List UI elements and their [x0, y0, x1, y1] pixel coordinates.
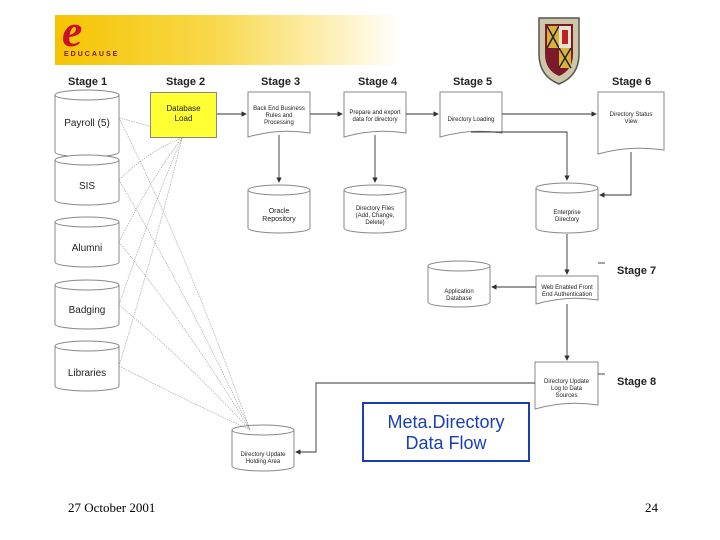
dirloading-label: Directory Loading [447, 117, 495, 123]
oracle-label: Oracle Repository [262, 208, 296, 223]
stage-7-label: Stage 7 [617, 265, 657, 277]
updatelog-label: Directory Update Log to Data Sources [543, 379, 590, 399]
webauth-doc [535, 275, 599, 305]
source-label-libraries: Libraries [67, 368, 107, 379]
university-seal-icon [538, 17, 580, 85]
webauth-label: Web Enabled Front End Authentication [541, 285, 593, 298]
backend-doc [247, 91, 311, 138]
diagram-title-line-1: Meta.Directory [387, 412, 505, 432]
stage-5-label: Stage 5 [453, 76, 493, 88]
dirstatus-label: Directory Status View [609, 112, 653, 125]
updatelog-doc [534, 361, 599, 410]
oracle-cylinder [247, 190, 311, 234]
stage-1-label: Stage 1 [68, 76, 108, 88]
enterprise-cylinder [535, 188, 599, 234]
stage-3-label: Stage 3 [261, 76, 301, 88]
source-label-sis: SIS [78, 181, 96, 192]
source-cylinder-libraries-top [54, 340, 120, 352]
holding-label: Directory Update Holding Area [240, 452, 286, 465]
logo-wordmark: EDUCAUSE [64, 51, 120, 58]
diagram-title-line-2: Data Flow [405, 433, 487, 453]
header-band [55, 15, 400, 65]
stage-2-label: Stage 2 [166, 76, 206, 88]
enterprise-label: Enterprise Directory [553, 210, 581, 223]
source-cylinder-alumni-top [54, 216, 120, 228]
dirfiles-label: Directory Files (Add, Change, Delete) [355, 206, 395, 226]
backend-label: Back End Business Rules and Processing [253, 106, 305, 126]
database-load-box: Database Load [150, 92, 217, 138]
source-label-badging: Badging [68, 305, 106, 316]
dirloading-doc [439, 91, 503, 138]
source-cylinder-badging [54, 285, 120, 330]
stage-4-label: Stage 4 [358, 76, 398, 88]
dirstatus-doc [597, 91, 665, 155]
footer-date: 27 October 2001 [68, 500, 156, 515]
prepare-doc [343, 91, 407, 138]
source-cylinder-alumni [54, 222, 120, 268]
footer-page-number: 24 [645, 500, 658, 515]
stage-6-label: Stage 6 [612, 76, 652, 88]
holding-cylinder [231, 430, 295, 472]
source-cylinder-badging-top [54, 279, 120, 291]
source-cylinder-libraries [54, 346, 120, 392]
source-label-alumni: Alumni [71, 243, 103, 254]
source-cylinder-payroll-top [54, 89, 120, 101]
appdb-cylinder [427, 266, 491, 308]
appdb-label: Application Database [444, 289, 474, 302]
source-cylinder-sis [54, 160, 120, 206]
source-cylinder-sis-top [54, 154, 120, 166]
educause-logo: e EDUCAUSE [62, 7, 132, 63]
prepare-label: Prepare and export data for directory [349, 110, 401, 123]
diagram-title-box: Meta.Directory Data Flow [362, 402, 530, 462]
stage-8-label: Stage 8 [617, 376, 657, 388]
dirfiles-cylinder [343, 190, 407, 234]
logo-letter: e [62, 5, 83, 56]
source-label-payroll: Payroll (5) [64, 118, 110, 129]
